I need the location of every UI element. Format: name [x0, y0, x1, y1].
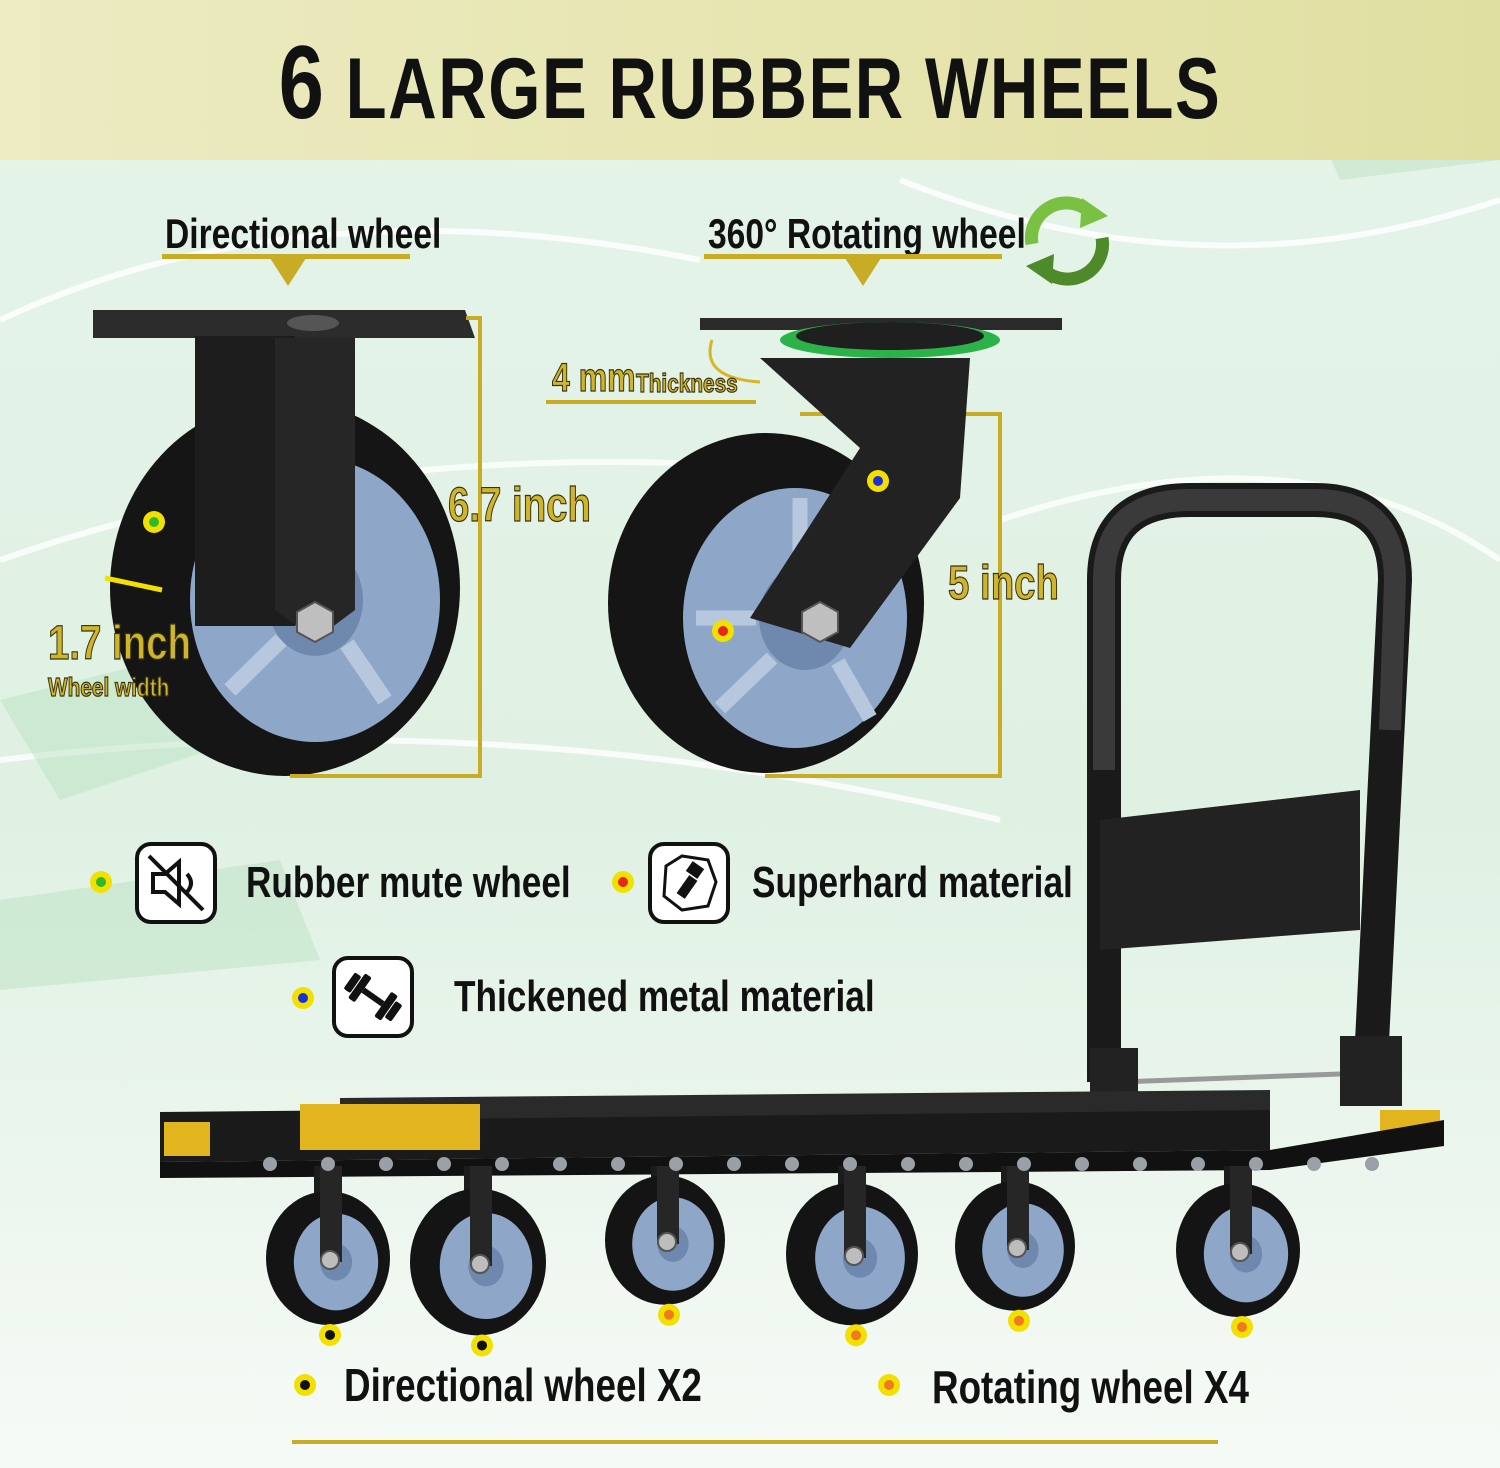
deck-bolt — [1075, 1157, 1089, 1171]
deck-bolt — [611, 1157, 625, 1171]
rotating-height-label: 5 inch — [948, 556, 1060, 610]
directional-cart-wheel — [266, 1166, 390, 1325]
rotating-title-underline — [704, 254, 1002, 259]
directional-wheel-marker-dot — [471, 1334, 493, 1357]
deck-bolt — [1191, 1157, 1205, 1171]
rotating-wheel-title: 360° Rotating wheel — [708, 210, 1026, 257]
directional-wheel-title: Directional wheel — [165, 210, 442, 257]
cart-image — [160, 483, 1444, 1178]
legend-dot-directional — [294, 1374, 316, 1396]
legend-dot-rotating — [878, 1374, 900, 1396]
rotating-cart-wheel — [1176, 1166, 1300, 1317]
wheel-width-caption: Wheel width — [48, 671, 170, 702]
directional-wheel-image — [93, 310, 475, 776]
headline-text: LARGE RUBBER WHEELS — [345, 41, 1222, 137]
deck-bolt — [669, 1157, 683, 1171]
rotating-arrow-icon — [845, 258, 881, 286]
deck-bolt — [1249, 1157, 1263, 1171]
deck-bolt — [727, 1157, 741, 1171]
rotating-wheel-marker-dot — [845, 1324, 867, 1347]
deck-bolt — [1133, 1157, 1147, 1171]
deck-bolt — [437, 1157, 451, 1171]
deck-bolt — [959, 1157, 973, 1171]
directional-wheel-marker-dot — [319, 1323, 341, 1346]
metal-feature-dot — [867, 470, 889, 492]
rotate-icon — [1024, 196, 1110, 286]
deck-bolt — [263, 1157, 277, 1171]
plate-thickness-caption: Thickness — [636, 367, 739, 398]
feature-dot-mute — [90, 871, 112, 893]
directional-width-label: 1.7 inch — [48, 616, 192, 670]
deck-bolt — [785, 1157, 799, 1171]
directional-height-label: 6.7 inch — [448, 478, 592, 532]
mute-icon — [135, 842, 217, 924]
deck-bolt — [843, 1157, 857, 1171]
rotating-wheel-image — [608, 318, 1062, 773]
rotating-cart-wheel — [786, 1166, 918, 1326]
deck-bolt — [321, 1157, 335, 1171]
headline-banner — [0, 0, 1500, 160]
deck-bolt — [495, 1157, 509, 1171]
legend-rotating: Rotating wheel X4 — [932, 1361, 1249, 1413]
feature-label-superhard: Superhard material — [752, 858, 1073, 907]
rotating-wheel-marker-dot — [1231, 1315, 1253, 1338]
legend-underline — [292, 1440, 1218, 1444]
feature-dot-superhard — [612, 871, 634, 893]
headline-number: 6 — [278, 25, 326, 141]
mute-feature-dot — [143, 511, 165, 533]
deck-bolt — [1307, 1157, 1321, 1171]
directional-arrow-icon — [270, 258, 306, 286]
deck-bolt — [553, 1157, 567, 1171]
rotating-wheel-marker-dot — [1008, 1309, 1030, 1332]
dumbbell-icon — [332, 956, 414, 1038]
feature-label-metal: Thickened metal material — [454, 972, 875, 1021]
deck-bolt — [1365, 1157, 1379, 1171]
rotating-cart-wheel — [605, 1166, 725, 1305]
deck-bolt — [379, 1157, 393, 1171]
rotating-wheel-marker-dot — [658, 1303, 680, 1326]
rotating-cart-wheel — [955, 1166, 1075, 1311]
hard-material-icon — [648, 842, 730, 924]
deck-bolt — [901, 1157, 915, 1171]
feature-dot-metal — [292, 987, 314, 1009]
directional-cart-wheel — [410, 1166, 546, 1336]
directional-title-underline — [162, 254, 410, 259]
plate-thickness-value: 4 mm — [552, 355, 637, 400]
superhard-feature-dot — [712, 620, 734, 642]
feature-label-mute: Rubber mute wheel — [246, 858, 571, 907]
legend-directional: Directional wheel X2 — [344, 1359, 702, 1411]
deck-bolt — [1017, 1157, 1031, 1171]
